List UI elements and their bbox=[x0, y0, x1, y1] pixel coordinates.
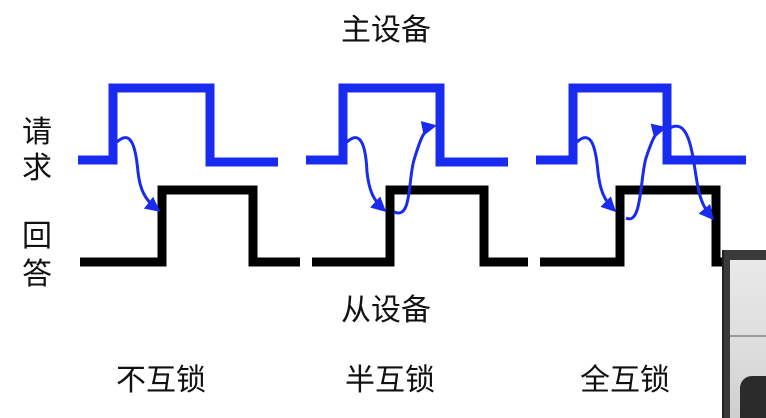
webcam-presenter bbox=[740, 376, 766, 418]
webcam-overlay bbox=[722, 250, 766, 418]
request-label-char-1: 请 bbox=[22, 115, 52, 150]
answer-label-char-2: 答 bbox=[22, 257, 52, 292]
answer-signal-waveform bbox=[80, 185, 300, 267]
mode-label-half-interlocked: 半互锁 bbox=[345, 363, 435, 398]
request-signal-waveform bbox=[306, 83, 508, 167]
request-signal-waveform bbox=[536, 83, 746, 165]
master-device-title: 主设备 bbox=[341, 13, 431, 48]
request-to-answer-arrow bbox=[115, 136, 161, 212]
panel-non-interlocked bbox=[78, 83, 300, 267]
mode-label-fully-interlocked: 全互锁 bbox=[580, 363, 670, 398]
answer-to-request-arrow bbox=[625, 123, 667, 221]
request-to-answer-arrow bbox=[345, 136, 387, 213]
request-signal-waveform bbox=[78, 83, 278, 167]
webcam-wall-line bbox=[730, 335, 766, 337]
answer-signal-waveform bbox=[540, 185, 722, 267]
answer-to-request-arrow bbox=[393, 121, 437, 215]
request-release-to-answer-arrow bbox=[669, 124, 714, 221]
request-to-answer-arrow bbox=[575, 136, 617, 213]
panel-fully-interlocked bbox=[536, 83, 746, 267]
mode-label-non-interlocked: 不互锁 bbox=[116, 363, 206, 398]
request-label-char-2: 求 bbox=[22, 151, 52, 186]
panel-half-interlocked bbox=[306, 83, 528, 267]
answer-signal-waveform bbox=[312, 185, 528, 267]
slave-device-title: 从设备 bbox=[341, 293, 431, 328]
answer-label-char-1: 回 bbox=[22, 219, 52, 254]
